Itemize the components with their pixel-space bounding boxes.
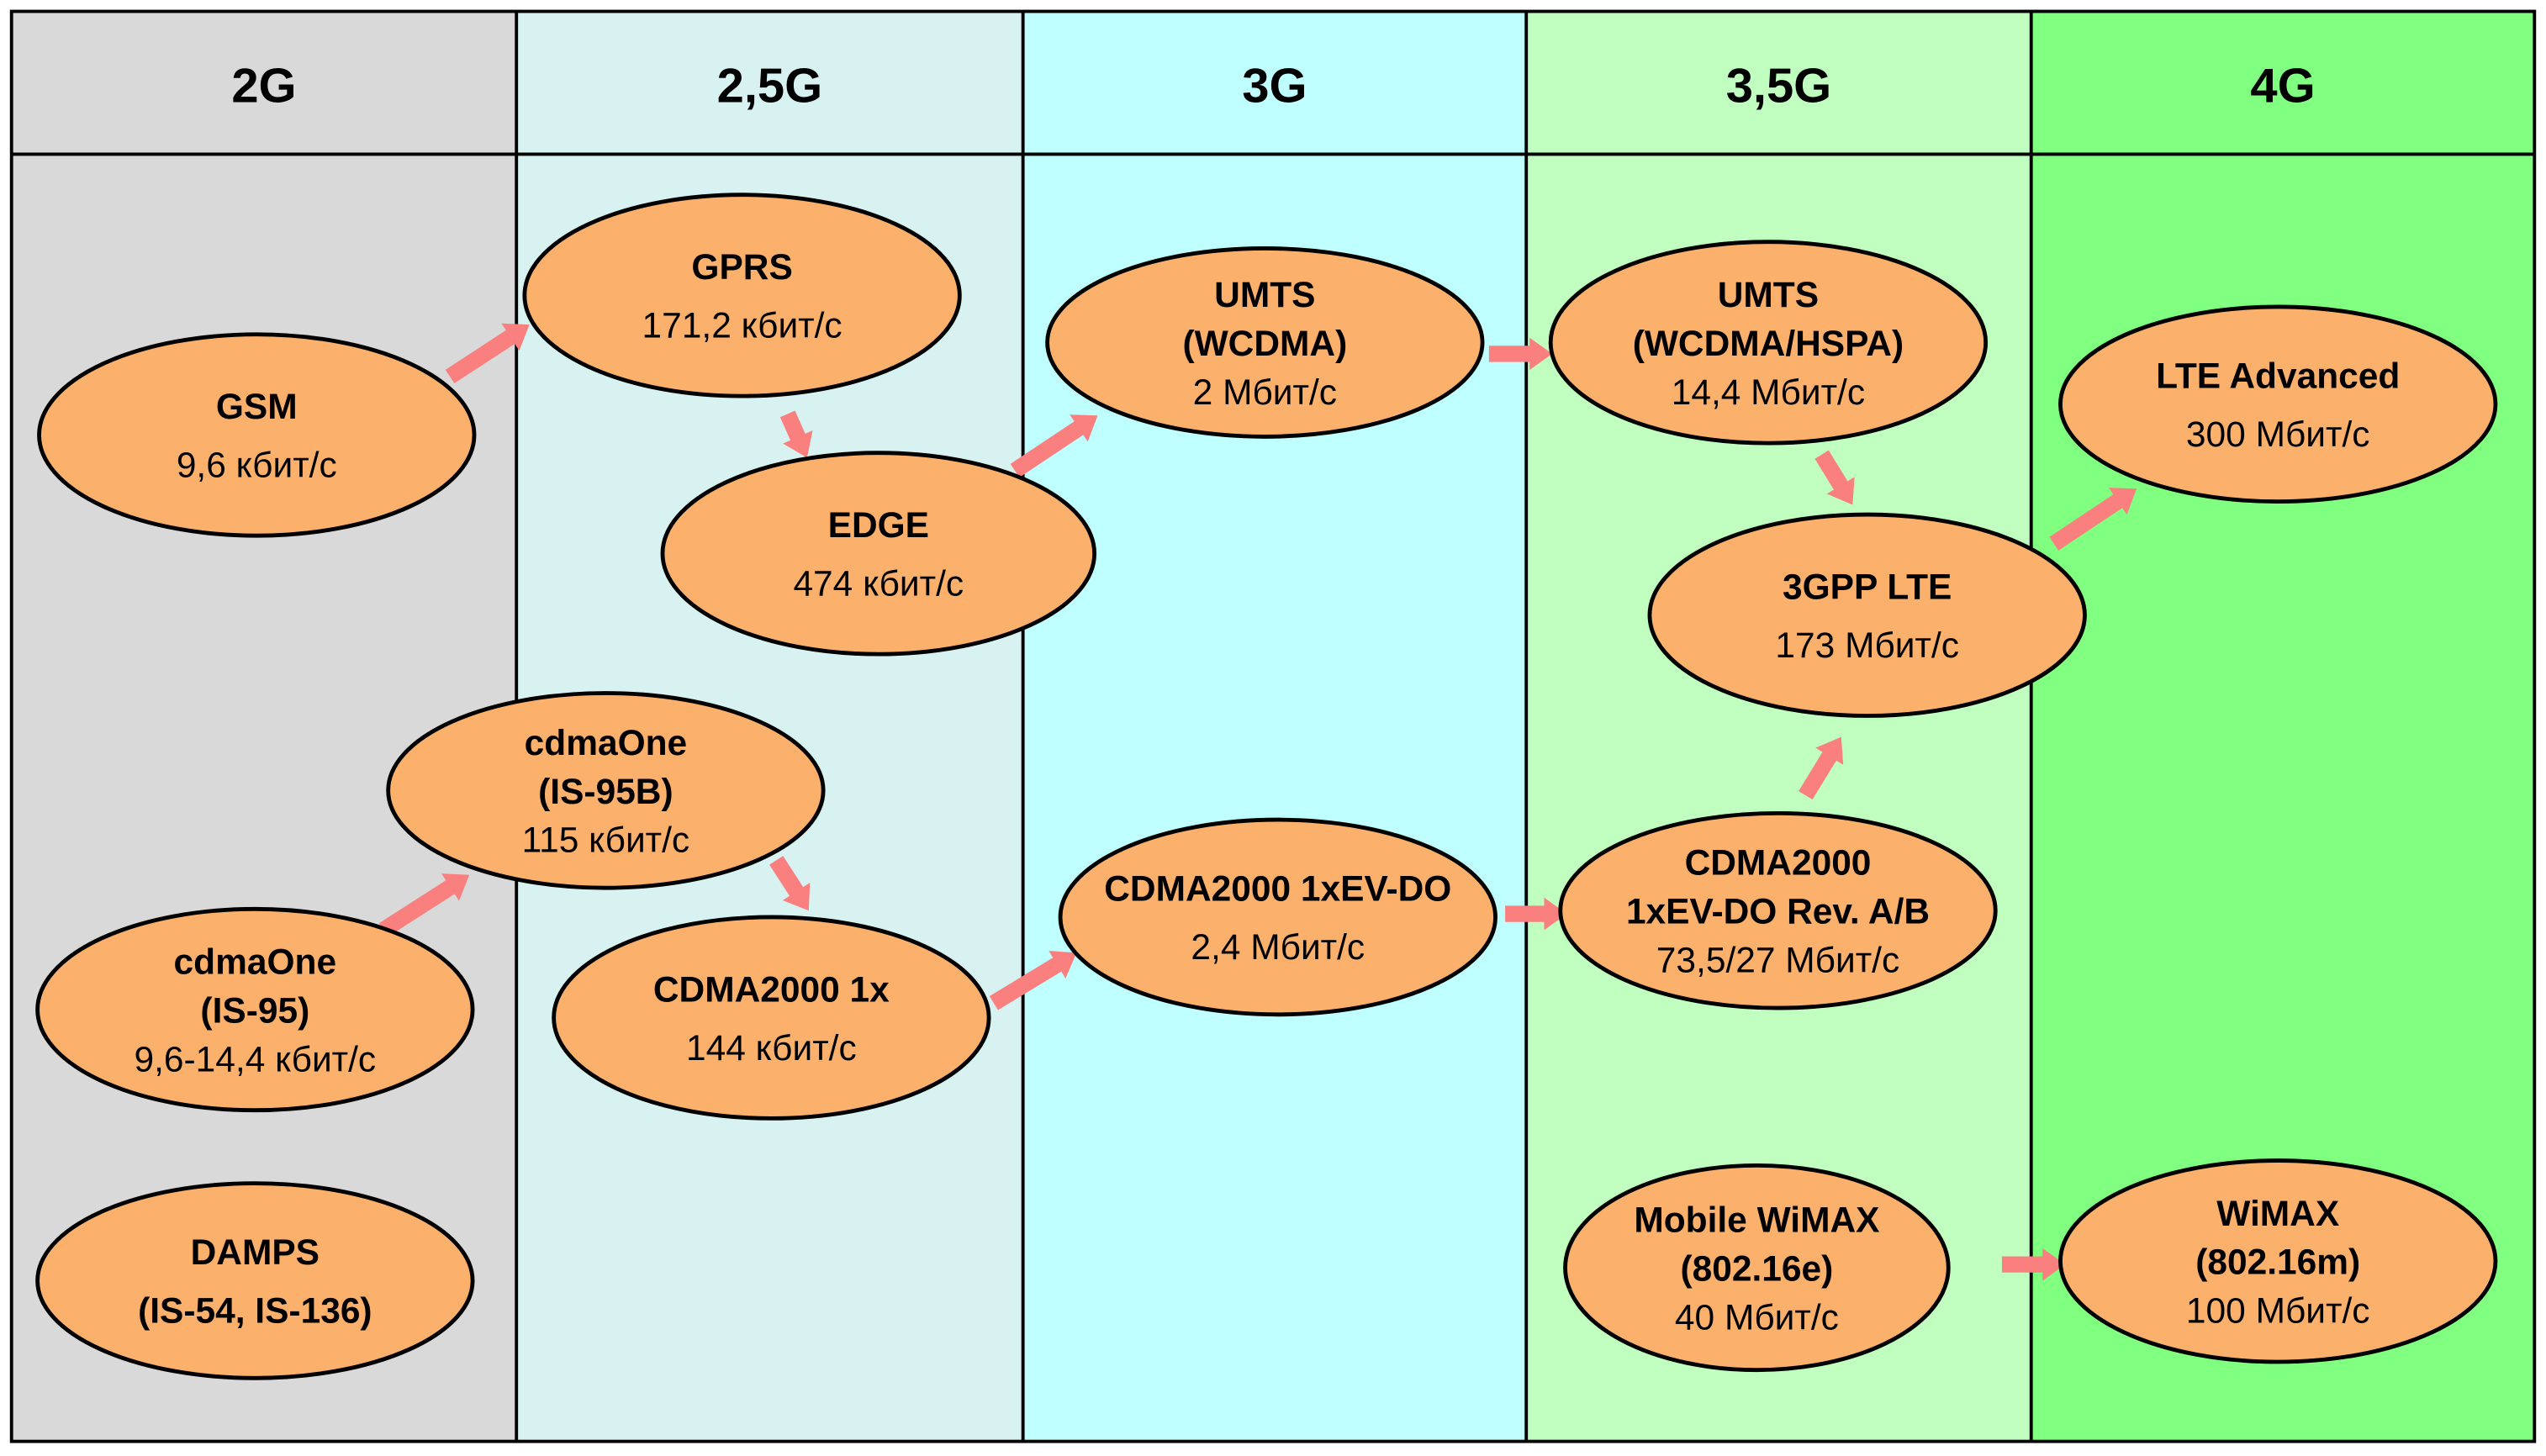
node-title: UMTS: [1214, 275, 1315, 314]
node-speed: 73,5/27 Мбит/с: [1656, 941, 1899, 980]
node-title: CDMA2000 1x: [653, 969, 890, 1009]
node-title: Mobile WiMAX: [1634, 1200, 1879, 1240]
node-title: EDGE: [828, 505, 929, 545]
generation-columns: 2G 2,5G 3G 3,5G 4G: [9, 9, 2537, 1443]
arrow-gprs-to-edge: [779, 410, 813, 458]
arrow-evdo-to-revab: [1505, 897, 1567, 931]
node-title: (IS-95B): [538, 772, 673, 811]
node-title: GSM: [216, 387, 298, 426]
node-title: cdmaOne: [174, 942, 337, 982]
node-speed: 14,4 Мбит/с: [1672, 372, 1865, 412]
node-wimax: WiMAX (802.16m) 100 Мбит/с: [2058, 1158, 2498, 1364]
node-ellipse: [552, 915, 991, 1121]
arrow-cdma1x-to-evdo: [989, 950, 1077, 1010]
node-cdma95b: cdmaOne (IS-95B) 115 кбит/с: [386, 691, 826, 890]
node-speed: 9,6 кбит/с: [177, 446, 337, 485]
node-speed: 474 кбит/с: [793, 564, 964, 604]
node-title: (WCDMA): [1182, 324, 1347, 363]
node-umts: UMTS (WCDMA) 2 Мбит/с: [1045, 246, 1485, 439]
node-title: DAMPS: [191, 1232, 320, 1272]
node-title: cdmaOne: [525, 723, 688, 762]
node-title: (WCDMA/HSPA): [1633, 324, 1904, 363]
column-header: 3,5G: [1726, 60, 1832, 113]
node-speed: 144 кбит/с: [686, 1028, 857, 1068]
node-speed: 100 Мбит/с: [2186, 1291, 2370, 1331]
node-ellipse: [2058, 1158, 2498, 1364]
node-title: WiMAX: [2216, 1194, 2339, 1233]
arrow-cdma95-to-cdma95b: [378, 873, 470, 937]
node-ellipse: [2058, 304, 2498, 504]
column-header: 3G: [1242, 60, 1307, 113]
column-header: 4G: [2250, 60, 2315, 113]
node-cdma1x: CDMA2000 1x 144 кбит/с: [552, 915, 991, 1121]
arrow-hspa-to-lte: [1814, 450, 1855, 505]
node-ellipse: [1045, 246, 1485, 439]
node-speed: 9,6-14,4 кбит/с: [134, 1039, 376, 1079]
arrow-cdma95b-to-cdma1x: [769, 856, 811, 911]
node-title: CDMA2000: [1685, 843, 1872, 883]
node-title: (IS-54, IS-136): [138, 1291, 372, 1331]
node-ellipse: [35, 1181, 475, 1380]
arrow-mwimax-to-wimax: [2001, 1248, 2066, 1281]
node-ellipse: [1548, 240, 1989, 446]
node-gsm: GSM 9,6 кбит/с: [37, 332, 477, 538]
node-cdma95: cdmaOne (IS-95) 9,6-14,4 кбит/с: [35, 906, 475, 1113]
table-border: [9, 9, 2537, 1443]
node-lteadv: LTE Advanced 300 Мбит/с: [2058, 304, 2498, 504]
node-title: 3GPP LTE: [1783, 567, 1952, 606]
node-title: UMTS: [1718, 275, 1819, 314]
node-speed: 40 Мбит/с: [1675, 1297, 1839, 1337]
arrow-gsm-to-gprs: [445, 323, 530, 384]
node-ellipse: [35, 906, 475, 1113]
node-ellipse: [1558, 810, 1998, 1010]
arrow-edge-to-umts: [1010, 414, 1098, 477]
arrow-revab-to-lte: [1799, 736, 1844, 800]
node-speed: 115 кбит/с: [522, 820, 690, 860]
node-title: LTE Advanced: [2156, 356, 2400, 395]
node-ellipse: [522, 193, 962, 398]
node-ellipse: [660, 451, 1097, 657]
node-ellipse: [1563, 1163, 1951, 1373]
node-mwimax: Mobile WiMAX (802.16e) 40 Мбит/с: [1563, 1163, 1951, 1373]
node-ellipse: [386, 691, 826, 890]
node-title: 1xEV-DO Rev. A/B: [1626, 892, 1930, 931]
column-header: 2G: [231, 60, 296, 113]
node-speed: 2,4 Мбит/с: [1191, 927, 1365, 967]
node-gprs: GPRS 171,2 кбит/с: [522, 193, 962, 398]
column-3G: [1022, 11, 1527, 1442]
node-evdo: CDMA2000 1xEV-DO 2,4 Мбит/с: [1058, 817, 1497, 1017]
node-hspa: UMTS (WCDMA/HSPA) 14,4 Мбит/с: [1548, 240, 1989, 446]
node-damps: DAMPS (IS-54, IS-136): [35, 1181, 475, 1380]
arrow-lte-to-lteadv: [2049, 488, 2137, 551]
node-speed: 171,2 кбит/с: [642, 306, 843, 346]
node-title: (IS-95): [200, 990, 309, 1030]
node-title: (802.16m): [2195, 1242, 2360, 1282]
node-speed: 300 Мбит/с: [2186, 414, 2370, 454]
node-ellipse: [1647, 512, 2087, 718]
node-lte: 3GPP LTE 173 Мбит/с: [1647, 512, 2087, 718]
node-speed: 2 Мбит/с: [1193, 372, 1337, 412]
node-title: CDMA2000 1xEV-DO: [1104, 869, 1451, 909]
node-title: (802.16e): [1680, 1248, 1833, 1288]
node-title: GPRS: [691, 247, 792, 287]
node-ellipse: [37, 332, 477, 538]
column-header: 2,5G: [717, 60, 823, 113]
node-speed: 173 Мбит/с: [1775, 625, 1959, 665]
node-ellipse: [1058, 817, 1497, 1017]
node-edge: EDGE 474 кбит/с: [660, 451, 1097, 657]
node-revab: CDMA2000 1xEV-DO Rev. A/B 73,5/27 Мбит/с: [1558, 810, 1998, 1010]
